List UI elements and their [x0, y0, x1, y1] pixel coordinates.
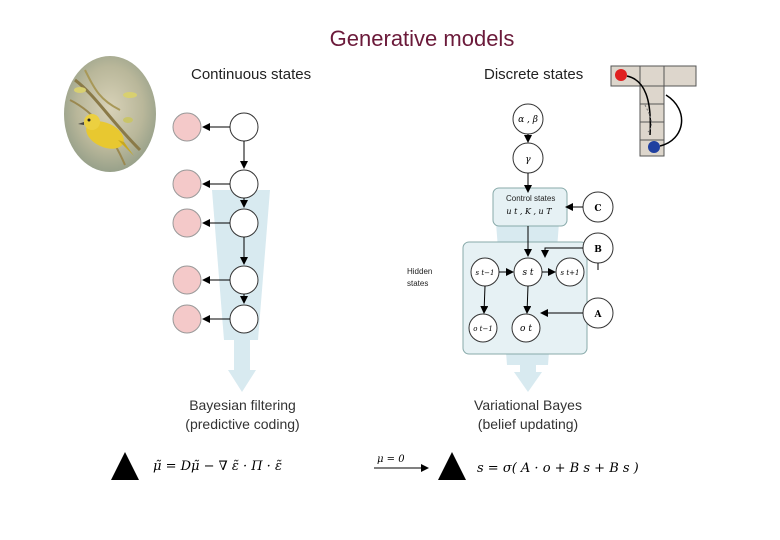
control-state-symbols: u t , K , u T: [506, 207, 552, 216]
end-location-dot: [648, 141, 660, 153]
black-triangle-left: [111, 452, 139, 480]
svg-text:γ: γ: [525, 155, 531, 165]
svg-text:s = σ( A · o + B s + B s ): s = σ( A · o + B s + B s ): [477, 461, 639, 476]
continuous-states-heading: Continuous states: [191, 66, 312, 83]
svg-text:s t−1: s t−1: [476, 269, 495, 277]
start-location-dot: [615, 69, 627, 81]
node-pink: [172, 265, 202, 295]
left-funnel-arrowhead: [228, 370, 256, 392]
node-white: [229, 169, 259, 199]
continuous-state-nodes: [172, 112, 259, 334]
hidden-label-line1: Hidden: [407, 267, 433, 276]
svg-text:s t+1: s t+1: [561, 269, 580, 277]
svg-text:α , β: α , β: [518, 115, 538, 125]
node-o: [511, 313, 541, 343]
node-pink: [172, 208, 202, 238]
svg-text:B: B: [594, 245, 602, 255]
black-triangle-right: [438, 452, 466, 480]
right-caption-line1: Variational Bayes: [474, 397, 582, 413]
node-white: [229, 208, 259, 238]
right-caption-line2: (belief updating): [477, 416, 579, 432]
left-caption: Bayesian filtering (predictive coding): [160, 396, 325, 434]
left-caption-line2: (predictive coding): [185, 416, 300, 432]
node-o-prev: [468, 313, 498, 343]
discrete-state-nodes: α , β γ C B A s t−1 s t s t+1 o t−1 o t: [468, 103, 614, 343]
hidden-label-line2: states: [407, 279, 429, 288]
node-white: [229, 265, 259, 295]
right-funnel-arrowhead: [514, 372, 542, 392]
hidden-states-label: Hidden states: [407, 266, 432, 290]
svg-text:A: A: [594, 310, 603, 320]
page-title: Generative models: [329, 26, 515, 51]
svg-text:C: C: [594, 204, 601, 214]
svg-text:μ̃ = Dμ̃ − ∇ ε̃ · Π · ε̃: μ̃ = Dμ̃ − ∇ ε̃ · Π · ε̃: [153, 459, 282, 474]
maze-figure: [610, 65, 697, 157]
bird-photo: [64, 56, 156, 172]
node-s-next: [555, 257, 585, 287]
node-white: [229, 304, 259, 334]
svg-text:o t: o t: [520, 324, 532, 334]
node-pink: [172, 169, 202, 199]
discrete-states-heading: Discrete states: [484, 66, 584, 83]
node-pink: [172, 304, 202, 334]
bottom-equations: μ̃ = Dμ̃ − ∇ ε̃ · Π · ε̃ μ = 0 s = σ( A …: [111, 452, 639, 480]
svg-text:s t: s t: [522, 268, 533, 278]
node-white: [229, 112, 259, 142]
control-states-label: Control states: [506, 194, 556, 203]
svg-text:μ = 0: μ = 0: [377, 454, 405, 465]
node-pink: [172, 112, 202, 142]
svg-text:o t−1: o t−1: [473, 325, 493, 333]
left-caption-line1: Bayesian filtering: [189, 397, 296, 413]
right-caption: Variational Bayes (belief updating): [448, 396, 608, 434]
